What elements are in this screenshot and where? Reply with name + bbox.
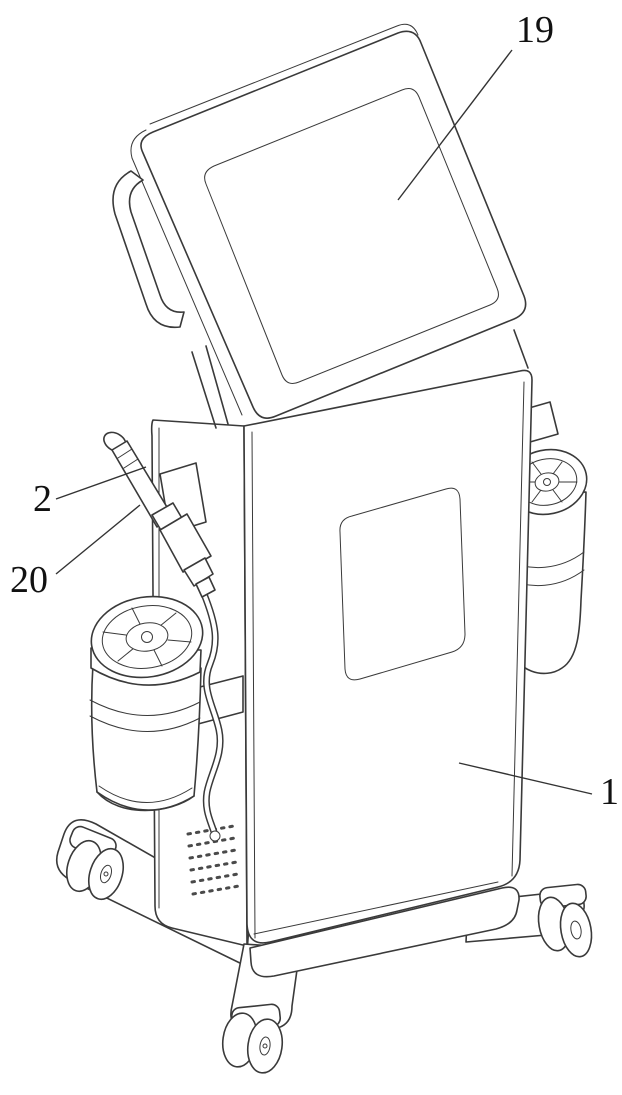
front-recess-panel bbox=[339, 487, 466, 681]
ref-numeral-holder: 20 bbox=[10, 559, 48, 601]
leader-line-1 bbox=[458, 762, 593, 795]
handpiece-assembly bbox=[103, 431, 224, 842]
handpiece-nozzle bbox=[195, 576, 216, 598]
right-canister-cap-spokes bbox=[516, 461, 578, 503]
handpiece-head bbox=[159, 513, 212, 573]
ref-numeral-screen: 19 bbox=[516, 9, 554, 51]
ref-label-20: 20 bbox=[10, 504, 141, 601]
ref-label-2: 2 bbox=[33, 466, 147, 520]
hose-plug bbox=[209, 830, 221, 842]
vent-grille bbox=[186, 824, 241, 896]
cabinet-front-face bbox=[243, 369, 533, 944]
ref-label-1: 1 bbox=[458, 762, 619, 813]
base-platform bbox=[221, 886, 520, 1074]
neck-left-edge bbox=[191, 351, 217, 429]
ref-label-19: 19 bbox=[397, 9, 554, 201]
canister-body bbox=[90, 663, 202, 812]
canister-cap-spokes bbox=[102, 607, 192, 667]
ref-numeral-body: 1 bbox=[600, 771, 619, 813]
ref-numeral-handpiece: 2 bbox=[33, 478, 52, 520]
monitor-handle bbox=[112, 170, 185, 329]
main-body-cabinet bbox=[150, 329, 533, 947]
left-canister bbox=[89, 595, 244, 812]
leader-line-20 bbox=[55, 504, 141, 575]
screen-panel bbox=[204, 88, 499, 384]
touchscreen-monitor bbox=[112, 23, 527, 419]
leader-line-19 bbox=[397, 49, 513, 201]
leader-line-2 bbox=[55, 466, 147, 500]
